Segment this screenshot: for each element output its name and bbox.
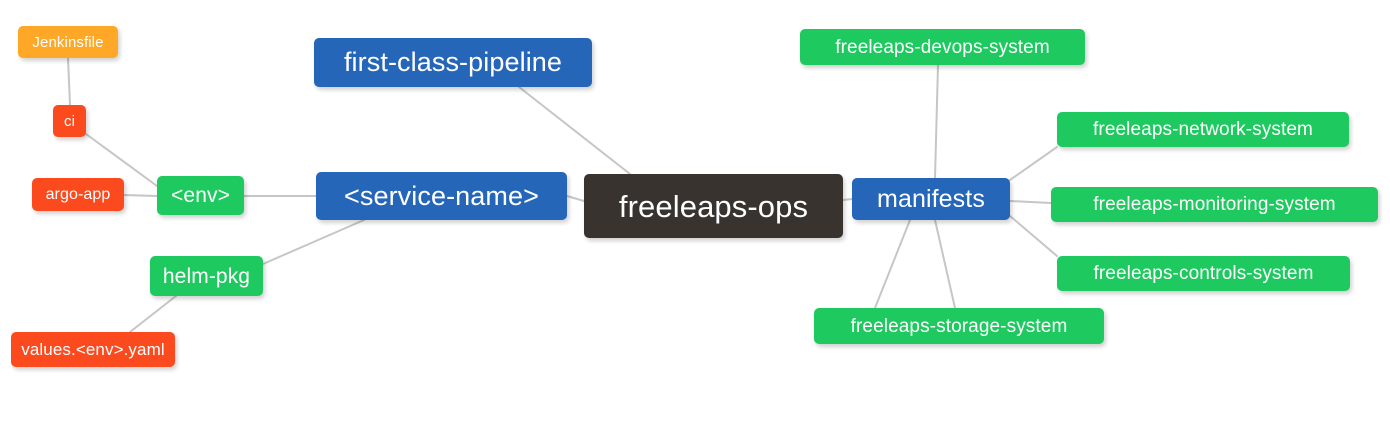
edge-ops-manifests (842, 198, 853, 201)
edge-manifests-controls (1009, 215, 1058, 257)
mindmap-node-freeleaps-storage-system[interactable]: freeleaps-storage-system (814, 308, 1104, 344)
mindmap-node-freeleaps-devops-system[interactable]: freeleaps-devops-system (800, 29, 1085, 65)
mindmap-node-jenkinsfile[interactable]: Jenkinsfile (18, 26, 118, 58)
edge-jenkinsfile-ci (67, 57, 71, 106)
mindmap-node-ci[interactable]: ci (53, 105, 86, 137)
mindmap-node-argo-app[interactable]: argo-app (32, 178, 124, 211)
edge-argoapp-env (123, 194, 158, 197)
mindmap-node-freeleaps-network-system[interactable]: freeleaps-network-system (1057, 112, 1349, 147)
edge-servicename-ops (566, 195, 585, 202)
edge-pipeline-ops (518, 86, 631, 175)
edge-manifests-network (1009, 146, 1058, 181)
mindmap-node-manifests[interactable]: manifests (852, 178, 1010, 220)
edge-manifests-devops (934, 64, 939, 179)
edge-helmpkg-servicename (262, 219, 365, 265)
mindmap-node-freeleaps-controls-system[interactable]: freeleaps-controls-system (1057, 256, 1350, 291)
mindmap-node-values-yaml[interactable]: values.<env>.yaml (11, 332, 175, 367)
edge-values-helmpkg (129, 295, 177, 333)
mindmap-node-freeleaps-monitoring-system[interactable]: freeleaps-monitoring-system (1051, 187, 1378, 222)
mindmap-node-helm-pkg[interactable]: helm-pkg (150, 256, 263, 296)
edge-manifests-monitoring (1009, 200, 1052, 204)
mindmap-node-service-name[interactable]: <service-name> (316, 172, 567, 220)
mindmap-node-first-class-pipeline[interactable]: first-class-pipeline (314, 38, 592, 87)
mindmap-node-freeleaps-ops[interactable]: freeleaps-ops (584, 174, 843, 238)
edge-manifests-storage (874, 219, 911, 309)
mindmap-node-env[interactable]: <env> (157, 176, 244, 215)
edge-ops-storage (934, 219, 956, 309)
